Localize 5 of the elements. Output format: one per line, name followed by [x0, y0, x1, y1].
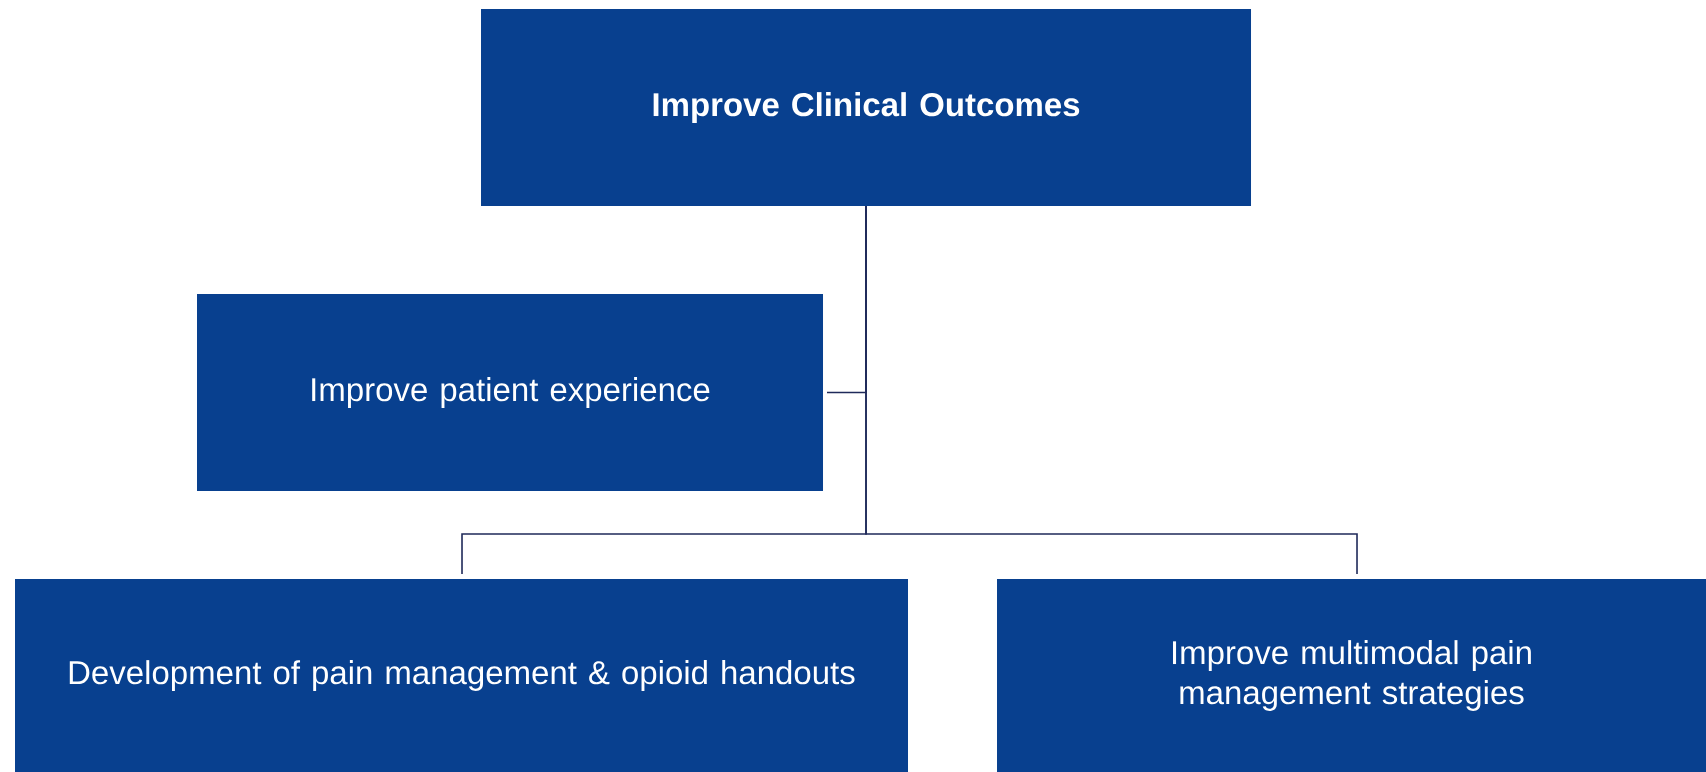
goal-box: Improve patient experience: [197, 294, 823, 491]
connector-line: [865, 205, 1358, 575]
goal-box: Improve Clinical Outcomes: [481, 9, 1251, 206]
goal-box: Improve multimodal pain management strategies: [997, 579, 1706, 772]
goal-box: Development of pain management & opioid handouts: [15, 579, 908, 772]
